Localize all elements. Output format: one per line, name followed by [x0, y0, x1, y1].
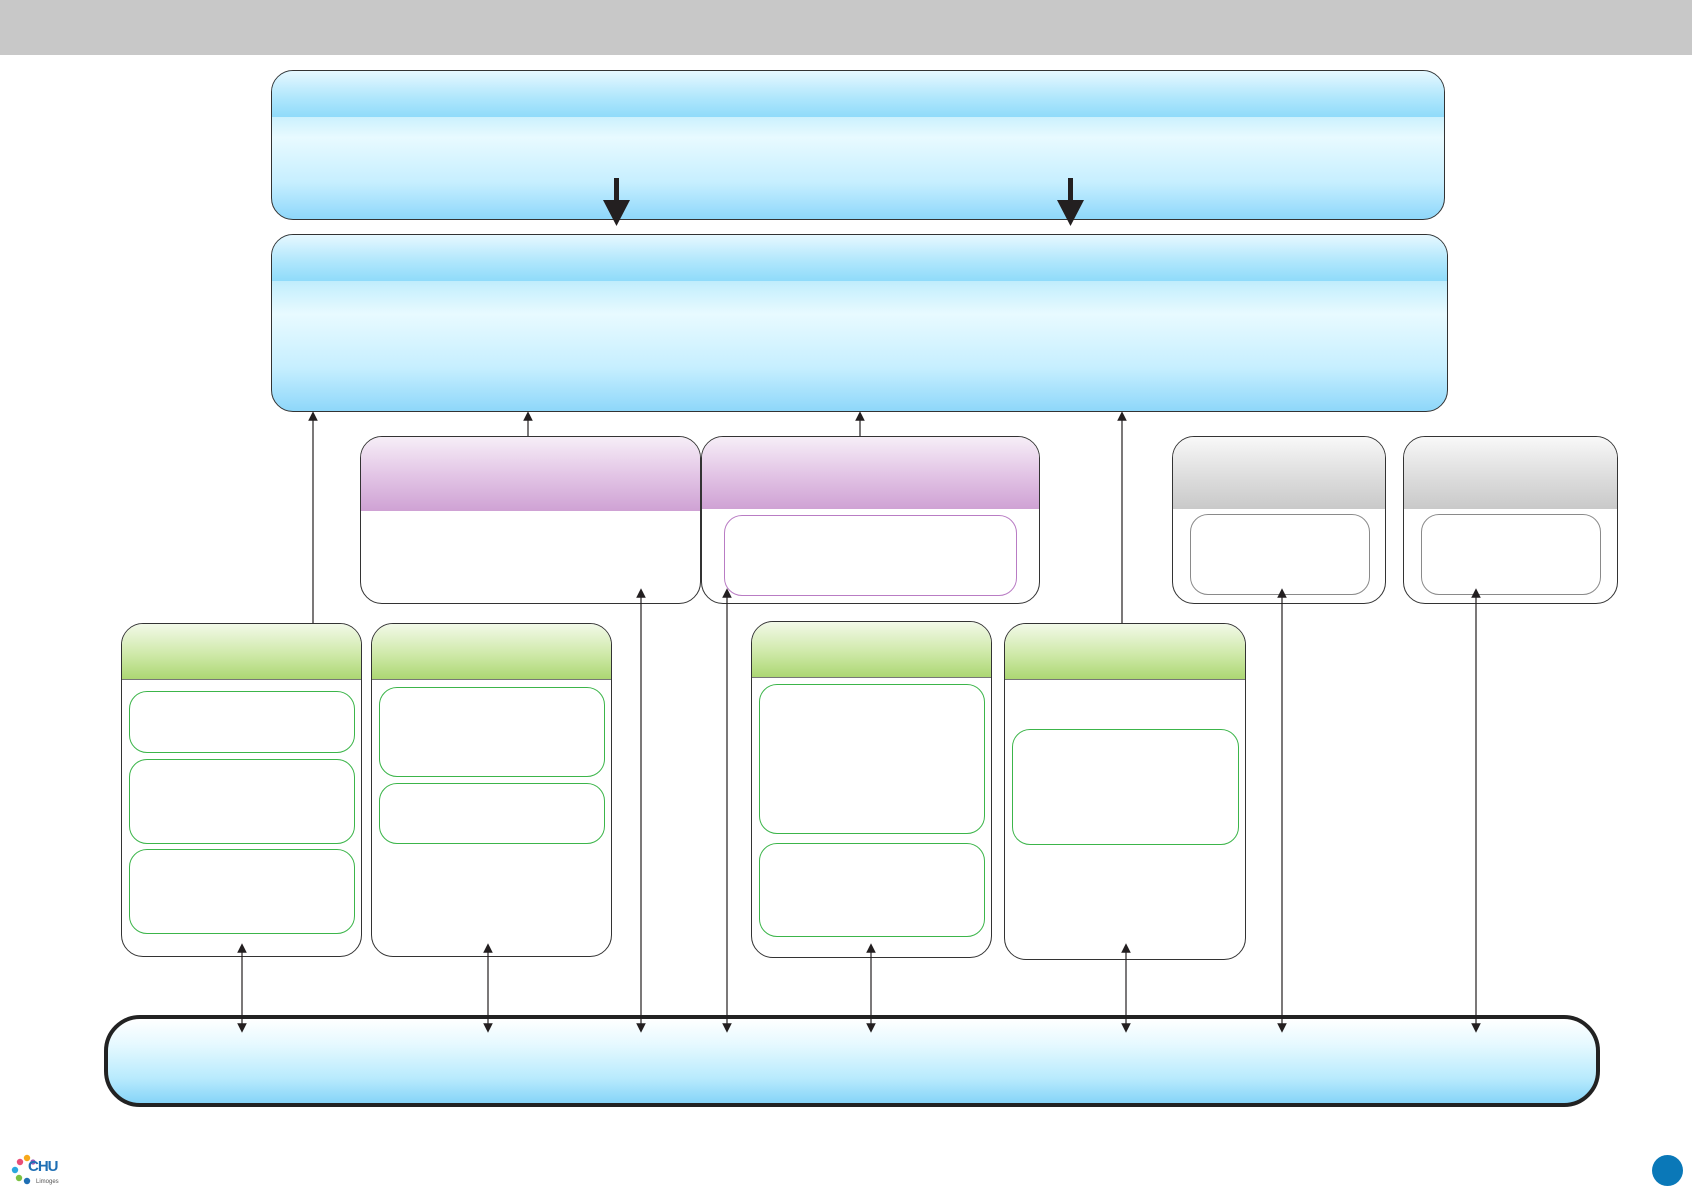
green-box-3-inner-1 — [759, 684, 985, 834]
page-indicator-dot — [1652, 1155, 1683, 1186]
bottom-blue-bar — [104, 1015, 1600, 1107]
green-box-1 — [121, 623, 362, 957]
green-box-3-header — [752, 622, 991, 678]
green-box-3 — [751, 621, 992, 958]
green-box-2-inner-2 — [379, 783, 605, 844]
purple-box-right-header — [702, 437, 1039, 509]
header-bar — [0, 0, 1692, 55]
logo-city-text: Limoges — [36, 1179, 59, 1185]
second-blue-panel — [271, 234, 1448, 412]
logo-brand-text: CHU — [28, 1158, 58, 1175]
second-blue-panel-header — [272, 235, 1447, 281]
top-blue-panel — [271, 70, 1445, 220]
green-box-4-header — [1005, 624, 1245, 680]
down-arrow-icon — [603, 178, 630, 226]
purple-box-left-header — [361, 437, 700, 511]
down-arrow-icon — [1057, 178, 1084, 226]
gray-box-left — [1172, 436, 1386, 604]
gray-box-right-inner — [1421, 514, 1601, 595]
gray-box-right — [1403, 436, 1618, 604]
green-box-1-header — [122, 624, 361, 680]
green-box-1-inner-2 — [129, 759, 355, 844]
green-box-4 — [1004, 623, 1246, 960]
top-blue-panel-header — [272, 71, 1444, 117]
gray-box-left-header — [1173, 437, 1385, 509]
green-box-1-inner-3 — [129, 849, 355, 934]
green-box-2-header — [372, 624, 611, 680]
chu-logo-icon — [11, 1154, 36, 1185]
green-box-3-inner-2 — [759, 843, 985, 937]
purple-box-right-inner — [724, 515, 1017, 596]
green-box-2-inner-1 — [379, 687, 605, 777]
purple-box-left — [360, 436, 701, 604]
green-box-2 — [371, 623, 612, 957]
purple-box-right — [701, 436, 1040, 604]
green-box-4-inner-1 — [1012, 729, 1239, 845]
gray-box-right-header — [1404, 437, 1617, 509]
green-box-1-inner-1 — [129, 691, 355, 753]
